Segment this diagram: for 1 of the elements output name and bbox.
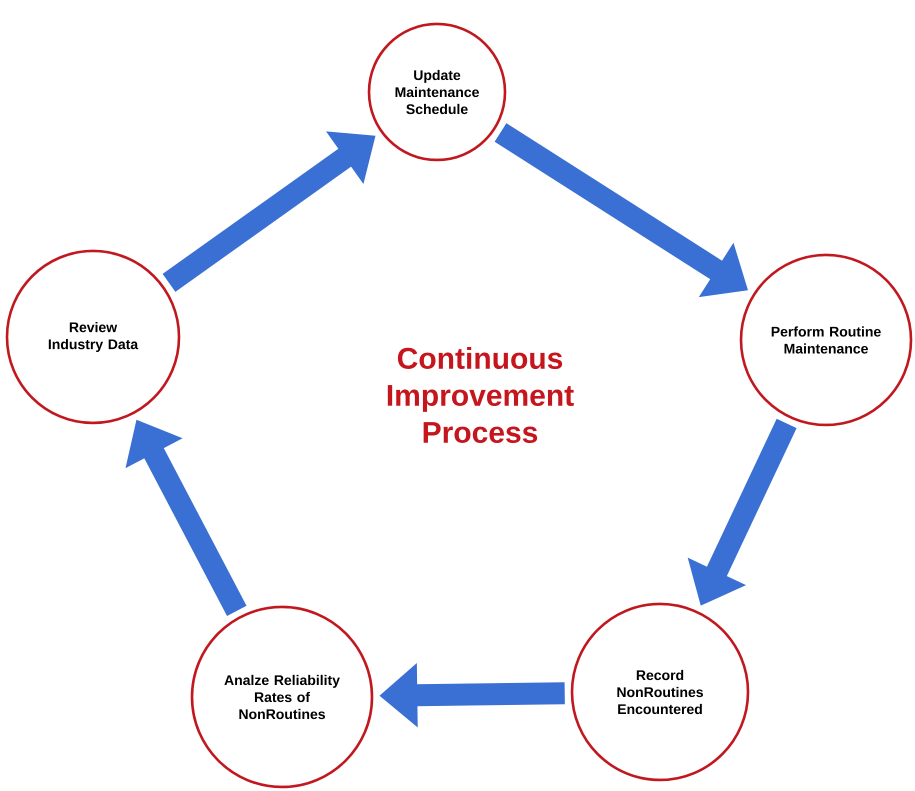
title: Continuous Improvement Process <box>388 346 574 443</box>
